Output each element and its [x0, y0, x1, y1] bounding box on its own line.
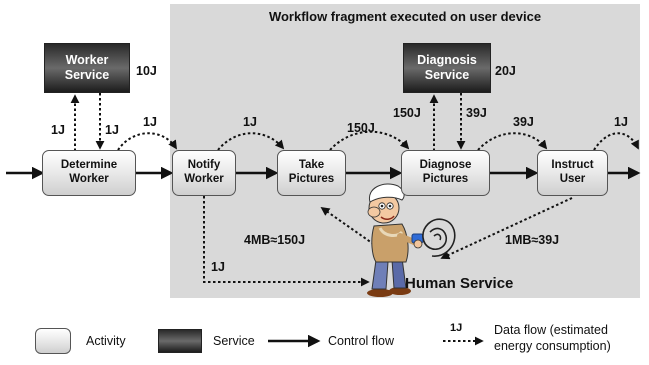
energy-diagnosis-service: 20J [495, 64, 516, 78]
energy-notify-human: 1J [211, 260, 225, 274]
activity-determine-worker: Determine Worker [42, 150, 136, 196]
data-flow-notify-human [203, 196, 370, 287]
legend-activity-label: Activity [86, 334, 126, 348]
energy-instruct-human: 1MB≈39J [505, 233, 560, 247]
energy-worker-service: 10J [136, 64, 157, 78]
legend-control-flow-label: Control flow [328, 334, 394, 348]
activity-diagnose-pictures: Diagnose Pictures [401, 150, 490, 196]
legend-data-flow-sample: 1J [450, 322, 463, 334]
energy-diagnose-up: 150J [393, 106, 421, 120]
data-flow-instruct-out [593, 132, 639, 151]
energy-worker-down: 1J [105, 123, 119, 137]
energy-instruct-out: 1J [614, 115, 628, 129]
human-figure-icon [367, 183, 424, 297]
human-service-label: Human Service [405, 275, 514, 292]
legend-activity-swatch [35, 328, 71, 354]
legend-service-label: Service [213, 334, 255, 348]
data-flow-instruct-human [440, 197, 573, 260]
energy-worker-up: 1J [51, 123, 65, 137]
service-diagnosis: Diagnosis Service [403, 43, 491, 93]
energy-take-diagnose: 150J [347, 121, 375, 135]
activity-instruct-user: Instruct User [537, 150, 608, 196]
energy-diagnose-down: 39J [466, 106, 487, 120]
service-worker: Worker Service [44, 43, 130, 93]
activity-notify-worker: Notify Worker [172, 150, 236, 196]
energy-human-take: 4MB≈150J [244, 233, 306, 247]
energy-diagnose-instruct: 39J [513, 115, 534, 129]
energy-notify-take: 1J [243, 115, 257, 129]
data-flow-determine-notify [117, 132, 177, 151]
data-flow-notify-take [217, 132, 285, 151]
region-title: Workflow fragment executed on user devic… [268, 9, 542, 24]
legend-service-swatch [158, 329, 202, 353]
signal-waves-icon [422, 218, 456, 257]
legend-data-flow-label: Data flow (estimated energy consumption) [494, 323, 611, 353]
data-flow-diagnose-instruct [477, 132, 548, 151]
energy-determine-notify: 1J [143, 115, 157, 129]
activity-take-pictures: Take Pictures [277, 150, 346, 196]
